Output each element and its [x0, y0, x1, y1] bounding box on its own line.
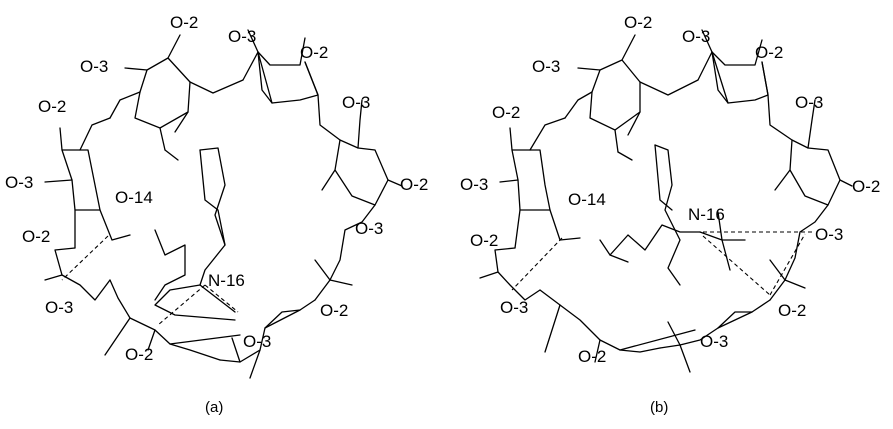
label-o2-top: O-2	[624, 13, 652, 32]
label-o2-right: O-2	[852, 177, 880, 196]
label-o3-right: O-3	[342, 93, 370, 112]
label-o2-top-right: O-2	[300, 43, 328, 62]
hbond-a3	[204, 284, 239, 313]
label-o3-right: O-3	[795, 93, 823, 112]
label-o3-top: O-3	[228, 27, 256, 46]
panel-b-skeleton	[479, 29, 853, 373]
label-o2-bottom: O-2	[125, 345, 153, 364]
label-o3-bottom: O-3	[700, 332, 728, 351]
panel-a-skeleton	[44, 29, 403, 379]
label-o3-bottom-left: O-3	[45, 298, 73, 317]
label-o3-right-low: O-3	[355, 219, 383, 238]
label-o2-bottom-right: O-2	[778, 301, 806, 320]
label-o2-left: O-2	[38, 97, 66, 116]
hbond-a1	[61, 235, 109, 281]
label-o2-right: O-2	[400, 175, 428, 194]
label-o3-left: O-3	[5, 173, 33, 192]
label-o2-bottom-right: O-2	[320, 301, 348, 320]
label-o3-right-low: O-3	[815, 225, 843, 244]
panel-a: O-2 O-3 O-2 O-3 O-3 O-2 O-3 O-2 O-14 O-3…	[5, 13, 428, 416]
label-n16: N-16	[688, 205, 725, 224]
label-o2-left-low: O-2	[470, 231, 498, 250]
hbond-b3	[702, 235, 771, 296]
label-o2-bottom: O-2	[578, 347, 606, 366]
caption-b: (b)	[650, 399, 668, 416]
label-o2-left: O-2	[492, 103, 520, 122]
panel-b-hydrogen-bonds	[511, 231, 812, 296]
panel-a-hydrogen-bonds	[61, 235, 239, 326]
label-o3-left: O-3	[460, 175, 488, 194]
hbond-b1	[511, 237, 563, 291]
label-o3-top: O-3	[682, 27, 710, 46]
hbond-a2	[157, 284, 206, 326]
panel-b-labels: O-2 O-3 O-2 O-3 O-3 O-2 O-3 O-2 O-14 N-1…	[460, 13, 880, 416]
label-o14: O-14	[568, 190, 606, 209]
label-o3-upper-left: O-3	[80, 57, 108, 76]
label-o2-top-right: O-2	[755, 43, 783, 62]
panel-b: O-2 O-3 O-2 O-3 O-3 O-2 O-3 O-2 O-14 N-1…	[460, 13, 880, 416]
label-o2-top: O-2	[170, 13, 198, 32]
label-o3-upper-left: O-3	[532, 57, 560, 76]
caption-a: (a)	[205, 399, 223, 416]
label-o3-bottom-left: O-3	[500, 298, 528, 317]
label-o14: O-14	[115, 188, 153, 207]
label-o3-bottom: O-3	[243, 332, 271, 351]
hbond-b4	[769, 233, 806, 296]
label-n16: N-16	[208, 271, 245, 290]
label-o2-left-low: O-2	[22, 227, 50, 246]
panel-a-labels: O-2 O-3 O-2 O-3 O-3 O-2 O-3 O-2 O-14 O-3…	[5, 13, 428, 416]
